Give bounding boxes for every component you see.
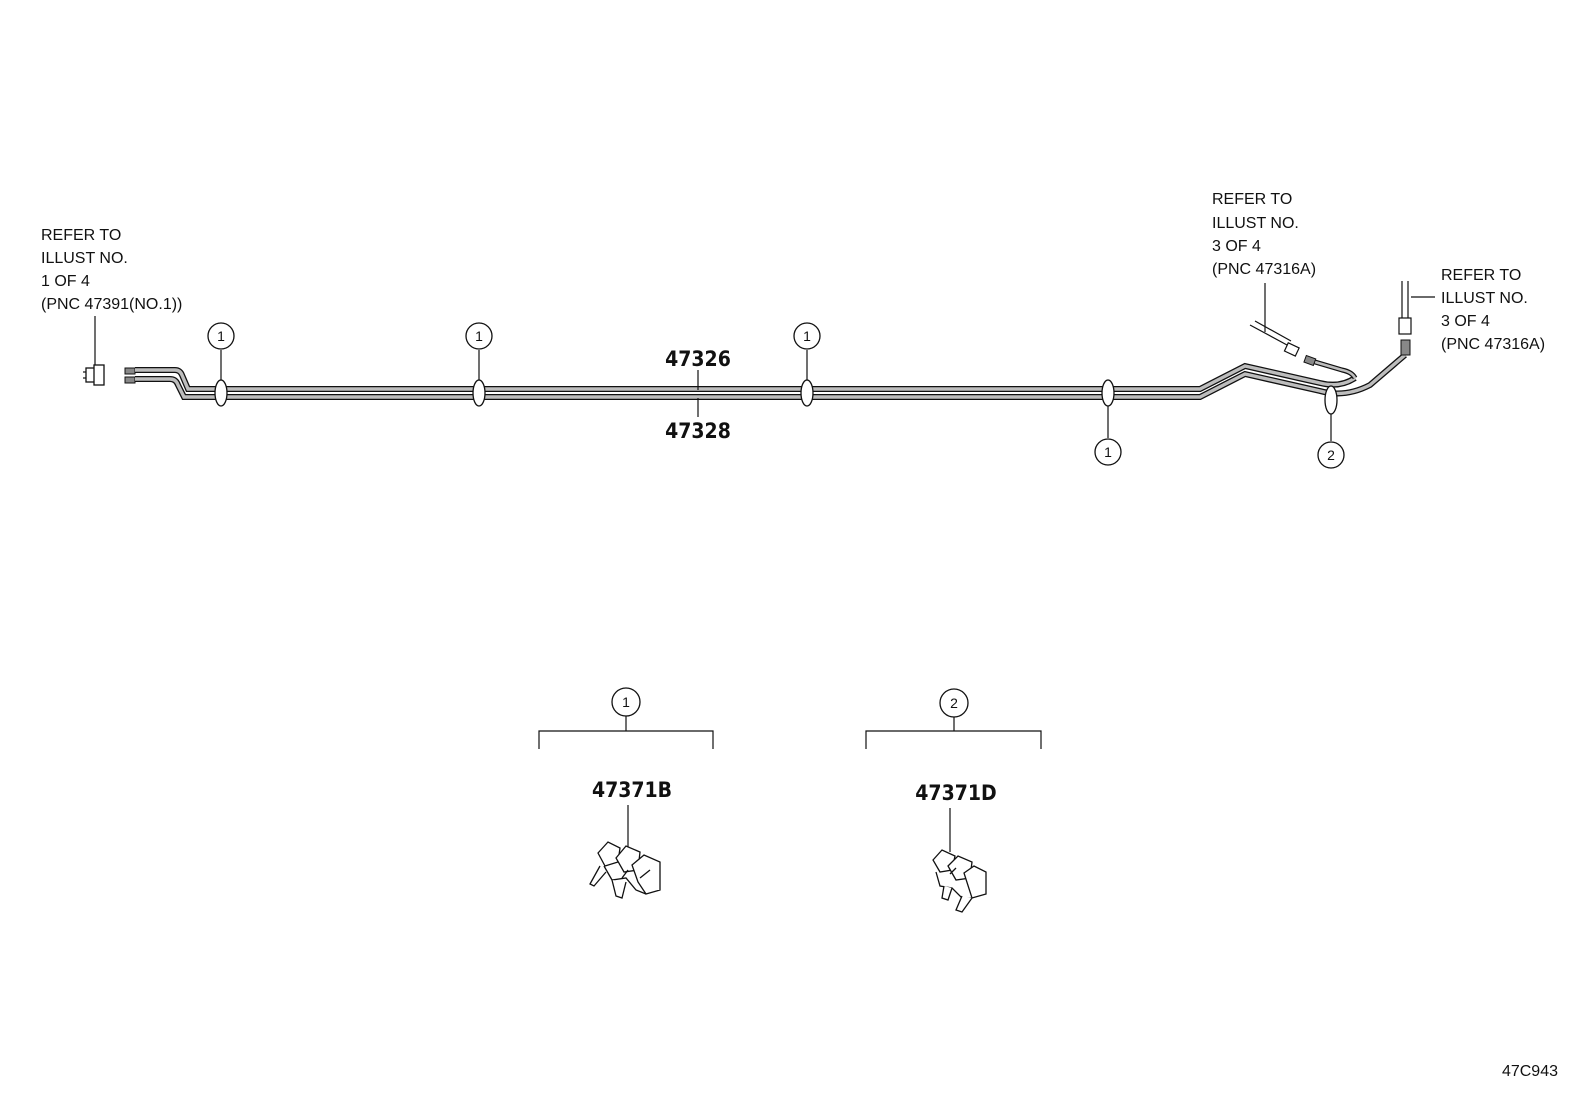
left-pipe-nuts	[124, 367, 136, 384]
left-reference-note: REFER TO ILLUST NO. 1 OF 4 (PNC 47391(NO…	[41, 227, 182, 368]
callout-1-c: 1	[793, 322, 821, 380]
clamp-oval-4	[1101, 379, 1115, 407]
far-right-ref-line-1: REFER TO	[1441, 267, 1521, 284]
clamp-oval-1	[214, 379, 228, 407]
upper-right-branch-fitting	[1249, 320, 1358, 380]
part-number-47371B: 47371B	[592, 778, 672, 802]
upper-right-ref-line-3: 3 OF 4	[1212, 238, 1261, 255]
clamp-group-1: 1 47371B	[538, 687, 714, 899]
part-number-47326: 47326	[665, 347, 731, 371]
callout-number: 1	[622, 694, 630, 710]
upper-right-ref-line-2: ILLUST NO.	[1212, 215, 1299, 232]
left-ref-line-3: 1 OF 4	[41, 273, 90, 290]
callout-1-a: 1	[207, 322, 235, 380]
callout-2-a: 2	[1317, 414, 1345, 469]
part-number-47371D: 47371D	[915, 781, 996, 805]
left-ref-line-1: REFER TO	[41, 227, 121, 244]
callout-number: 2	[950, 695, 958, 711]
left-ref-line-4: (PNC 47391(NO.1))	[41, 296, 182, 313]
left-ref-line-2: ILLUST NO.	[41, 250, 128, 267]
tube-part-labels: 47326 47328	[665, 347, 731, 443]
upper-right-ref-line-1: REFER TO	[1212, 191, 1292, 208]
clamp-oval-2	[472, 379, 486, 407]
clamp-47371D-illustration	[932, 849, 987, 913]
callout-number: 1	[1104, 444, 1112, 460]
far-right-fitting	[1398, 281, 1412, 356]
illustration-code: 47C943	[1502, 1063, 1558, 1080]
upper-right-ref-line-4: (PNC 47316A)	[1212, 261, 1316, 278]
clamp-group-2: 2 47371D	[865, 688, 1042, 913]
clamp-oval-3	[800, 379, 814, 407]
far-right-ref-line-2: ILLUST NO.	[1441, 290, 1528, 307]
callout-number: 1	[803, 328, 811, 344]
part-number-47328: 47328	[665, 419, 731, 443]
clamp-47371B-illustration	[589, 841, 661, 899]
left-connector-fitting	[83, 364, 105, 386]
far-right-reference-note: REFER TO ILLUST NO. 3 OF 4 (PNC 47316A)	[1411, 267, 1545, 353]
callout-number: 1	[475, 328, 483, 344]
callout-number: 2	[1327, 447, 1335, 463]
upper-right-reference-note: REFER TO ILLUST NO. 3 OF 4 (PNC 47316A)	[1212, 191, 1316, 332]
callout-1-b: 1	[465, 322, 493, 380]
far-right-ref-line-3: 3 OF 4	[1441, 313, 1490, 330]
far-right-ref-line-4: (PNC 47316A)	[1441, 336, 1545, 353]
callout-1-d: 1	[1094, 406, 1122, 466]
clamp-oval-5	[1324, 385, 1338, 415]
brake-tube-47326-47328	[135, 352, 1407, 400]
callout-number: 1	[217, 328, 225, 344]
